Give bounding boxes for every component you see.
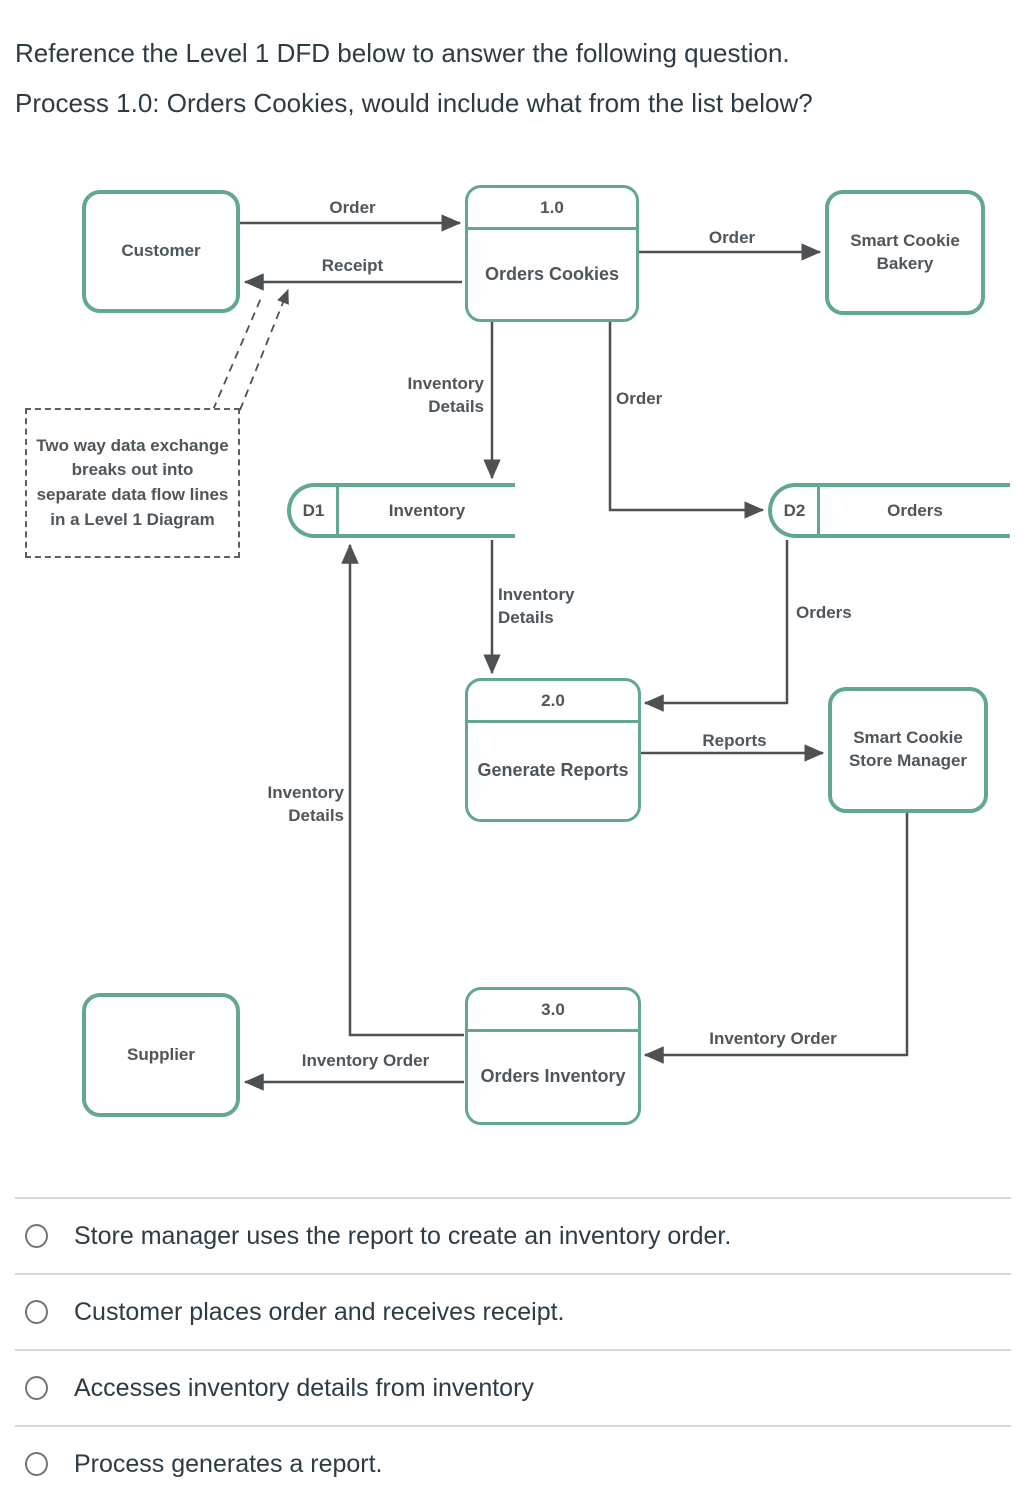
process-2-name: Generate Reports bbox=[477, 760, 629, 781]
question-text-line-1: Reference the Level 1 DFD below to answe… bbox=[15, 38, 790, 68]
flow-label-invdetails-p3-d1: Inventory Details bbox=[267, 783, 344, 825]
flow-label-receipt: Receipt bbox=[321, 256, 384, 275]
note-leader-line-2 bbox=[212, 297, 262, 411]
option-label-1[interactable]: Store manager uses the report to create … bbox=[74, 1221, 732, 1250]
process-3-id: 3.0 bbox=[468, 990, 638, 1032]
flow-label-order-customer-p1: Order bbox=[329, 198, 376, 217]
flow-label-invdetails-p1-d1: Inventory Details bbox=[407, 374, 484, 416]
option-label-2[interactable]: Customer places order and receives recei… bbox=[74, 1297, 565, 1326]
entity-smart-cookie-bakery: Smart Cookie Bakery bbox=[825, 190, 985, 315]
process-2-id: 2.0 bbox=[468, 681, 638, 723]
flow-label-invdetails-d1-p2: Inventory Details bbox=[498, 585, 575, 627]
option-label-3[interactable]: Accesses inventory details from inventor… bbox=[74, 1373, 534, 1402]
flow-label-order-p1-bakery: Order bbox=[708, 228, 756, 247]
question-text-line-2: Process 1.0: Orders Cookies, would inclu… bbox=[15, 88, 813, 118]
option-row-4[interactable]: Process generates a report. bbox=[15, 1425, 1011, 1501]
flow-label-orders-d2-p2: Orders bbox=[796, 603, 852, 622]
answer-options: Store manager uses the report to create … bbox=[15, 1197, 1011, 1501]
option-row-2[interactable]: Customer places order and receives recei… bbox=[15, 1273, 1011, 1349]
datastore-d2-orders: D2 Orders bbox=[768, 483, 1010, 538]
flow-line-order-p1-d2 bbox=[608, 322, 765, 519]
datastore-d2-name: Orders bbox=[887, 500, 943, 520]
diagram-note: Two way data exchange breaks out into se… bbox=[25, 408, 240, 558]
option-row-3[interactable]: Accesses inventory details from inventor… bbox=[15, 1349, 1011, 1425]
datastore-d2-id: D2 bbox=[772, 487, 820, 534]
radio-button-option-2[interactable] bbox=[25, 1300, 48, 1324]
flow-line-invorder-manager-p3 bbox=[643, 813, 909, 1064]
process-3-orders-inventory: 3.0 Orders Inventory bbox=[465, 987, 641, 1125]
radio-button-option-1[interactable] bbox=[25, 1224, 48, 1248]
note-leader-line-1 bbox=[239, 289, 289, 411]
process-2-generate-reports: 2.0 Generate Reports bbox=[465, 678, 641, 822]
process-1-id: 1.0 bbox=[468, 188, 636, 230]
flow-line-orders-d2-p2 bbox=[643, 540, 789, 712]
process-1-orders-cookies: 1.0 Orders Cookies bbox=[465, 185, 639, 322]
flow-label-order-p1-d2: Order bbox=[616, 389, 663, 408]
entity-supplier: Supplier bbox=[82, 993, 240, 1117]
process-1-name: Orders Cookies bbox=[484, 263, 620, 284]
process-3-name: Orders Inventory bbox=[480, 1066, 626, 1087]
entity-smart-cookie-store-manager: Smart Cookie Store Manager bbox=[828, 687, 988, 813]
datastore-d1-id: D1 bbox=[291, 487, 339, 534]
flow-label-invorder-manager-p3: Inventory Order bbox=[709, 1029, 837, 1048]
flow-line-invdetails-p3-d1 bbox=[341, 543, 464, 1037]
datastore-d1-name: Inventory bbox=[388, 500, 466, 520]
flow-label-reports: Reports bbox=[702, 731, 767, 750]
radio-button-option-4[interactable] bbox=[25, 1452, 48, 1476]
option-row-1[interactable]: Store manager uses the report to create … bbox=[15, 1197, 1011, 1273]
datastore-d1-inventory: D1 Inventory bbox=[287, 483, 515, 538]
entity-customer: Customer bbox=[82, 190, 240, 313]
radio-button-option-3[interactable] bbox=[25, 1376, 48, 1400]
flow-label-invorder-p3-supplier: Inventory Order bbox=[301, 1051, 430, 1070]
option-label-4[interactable]: Process generates a report. bbox=[74, 1449, 383, 1478]
